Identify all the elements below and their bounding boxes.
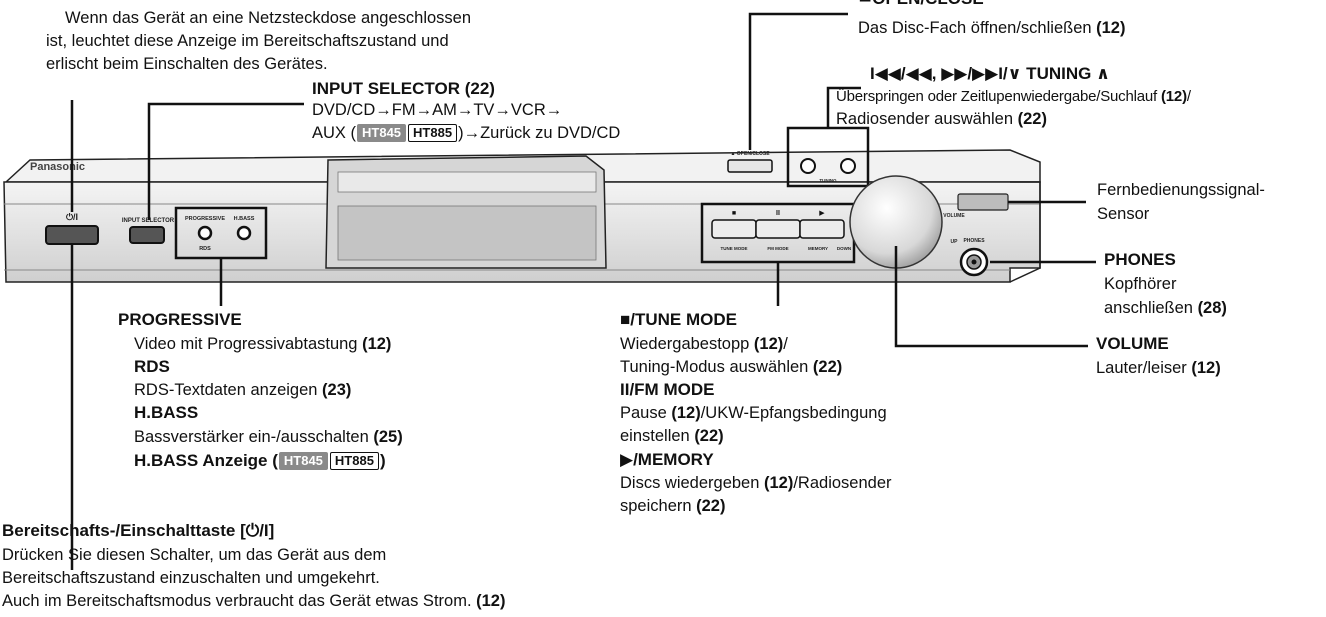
svg-text:■: ■	[732, 210, 736, 217]
hbass-button[interactable]	[236, 225, 252, 241]
svg-text:PROGRESSIVE: PROGRESSIVE	[185, 216, 225, 222]
model-badge-ht885: HT885	[408, 124, 458, 142]
svg-text:RDS: RDS	[199, 246, 211, 252]
model-badge-ht845: HT845	[278, 452, 328, 470]
tuning-up-button[interactable]	[840, 158, 856, 174]
play-memory-button[interactable]	[799, 219, 845, 239]
svg-text:H.BASS: H.BASS	[234, 216, 255, 222]
model-badge-ht885: HT885	[329, 452, 379, 470]
power-button-label: ⏻/I	[66, 212, 78, 222]
svg-text:MEMORY: MEMORY	[808, 246, 828, 251]
input-selector-button[interactable]	[129, 226, 165, 244]
svg-text:▲ OPEN/CLOSE: ▲ OPEN/CLOSE	[730, 151, 770, 157]
svg-text:TUNE MODE: TUNE MODE	[721, 246, 748, 251]
model-badge-ht845: HT845	[357, 124, 407, 142]
stop-tune-mode-button[interactable]	[711, 219, 757, 239]
svg-text:UP: UP	[951, 239, 959, 245]
svg-text:VOLUME: VOLUME	[943, 213, 965, 219]
progressive-button[interactable]	[197, 225, 213, 241]
svg-text:FM MODE: FM MODE	[767, 246, 788, 251]
device-brand-logo: Panasonic	[30, 161, 85, 173]
tuning-down-button[interactable]	[800, 158, 816, 174]
pause-fm-mode-button[interactable]	[755, 219, 801, 239]
svg-text:DOWN: DOWN	[837, 246, 851, 251]
svg-text:▶: ▶	[819, 210, 825, 217]
svg-text:II: II	[776, 210, 780, 217]
svg-text:PHONES: PHONES	[963, 238, 985, 244]
volume-knob[interactable]	[849, 175, 943, 269]
svg-text:TUNING: TUNING	[819, 178, 837, 183]
power-button[interactable]	[45, 225, 99, 245]
input-selector-button-label: INPUT SELECTOR	[122, 218, 175, 224]
remote-sensor-window	[957, 193, 1009, 211]
open-close-button[interactable]	[727, 159, 773, 173]
